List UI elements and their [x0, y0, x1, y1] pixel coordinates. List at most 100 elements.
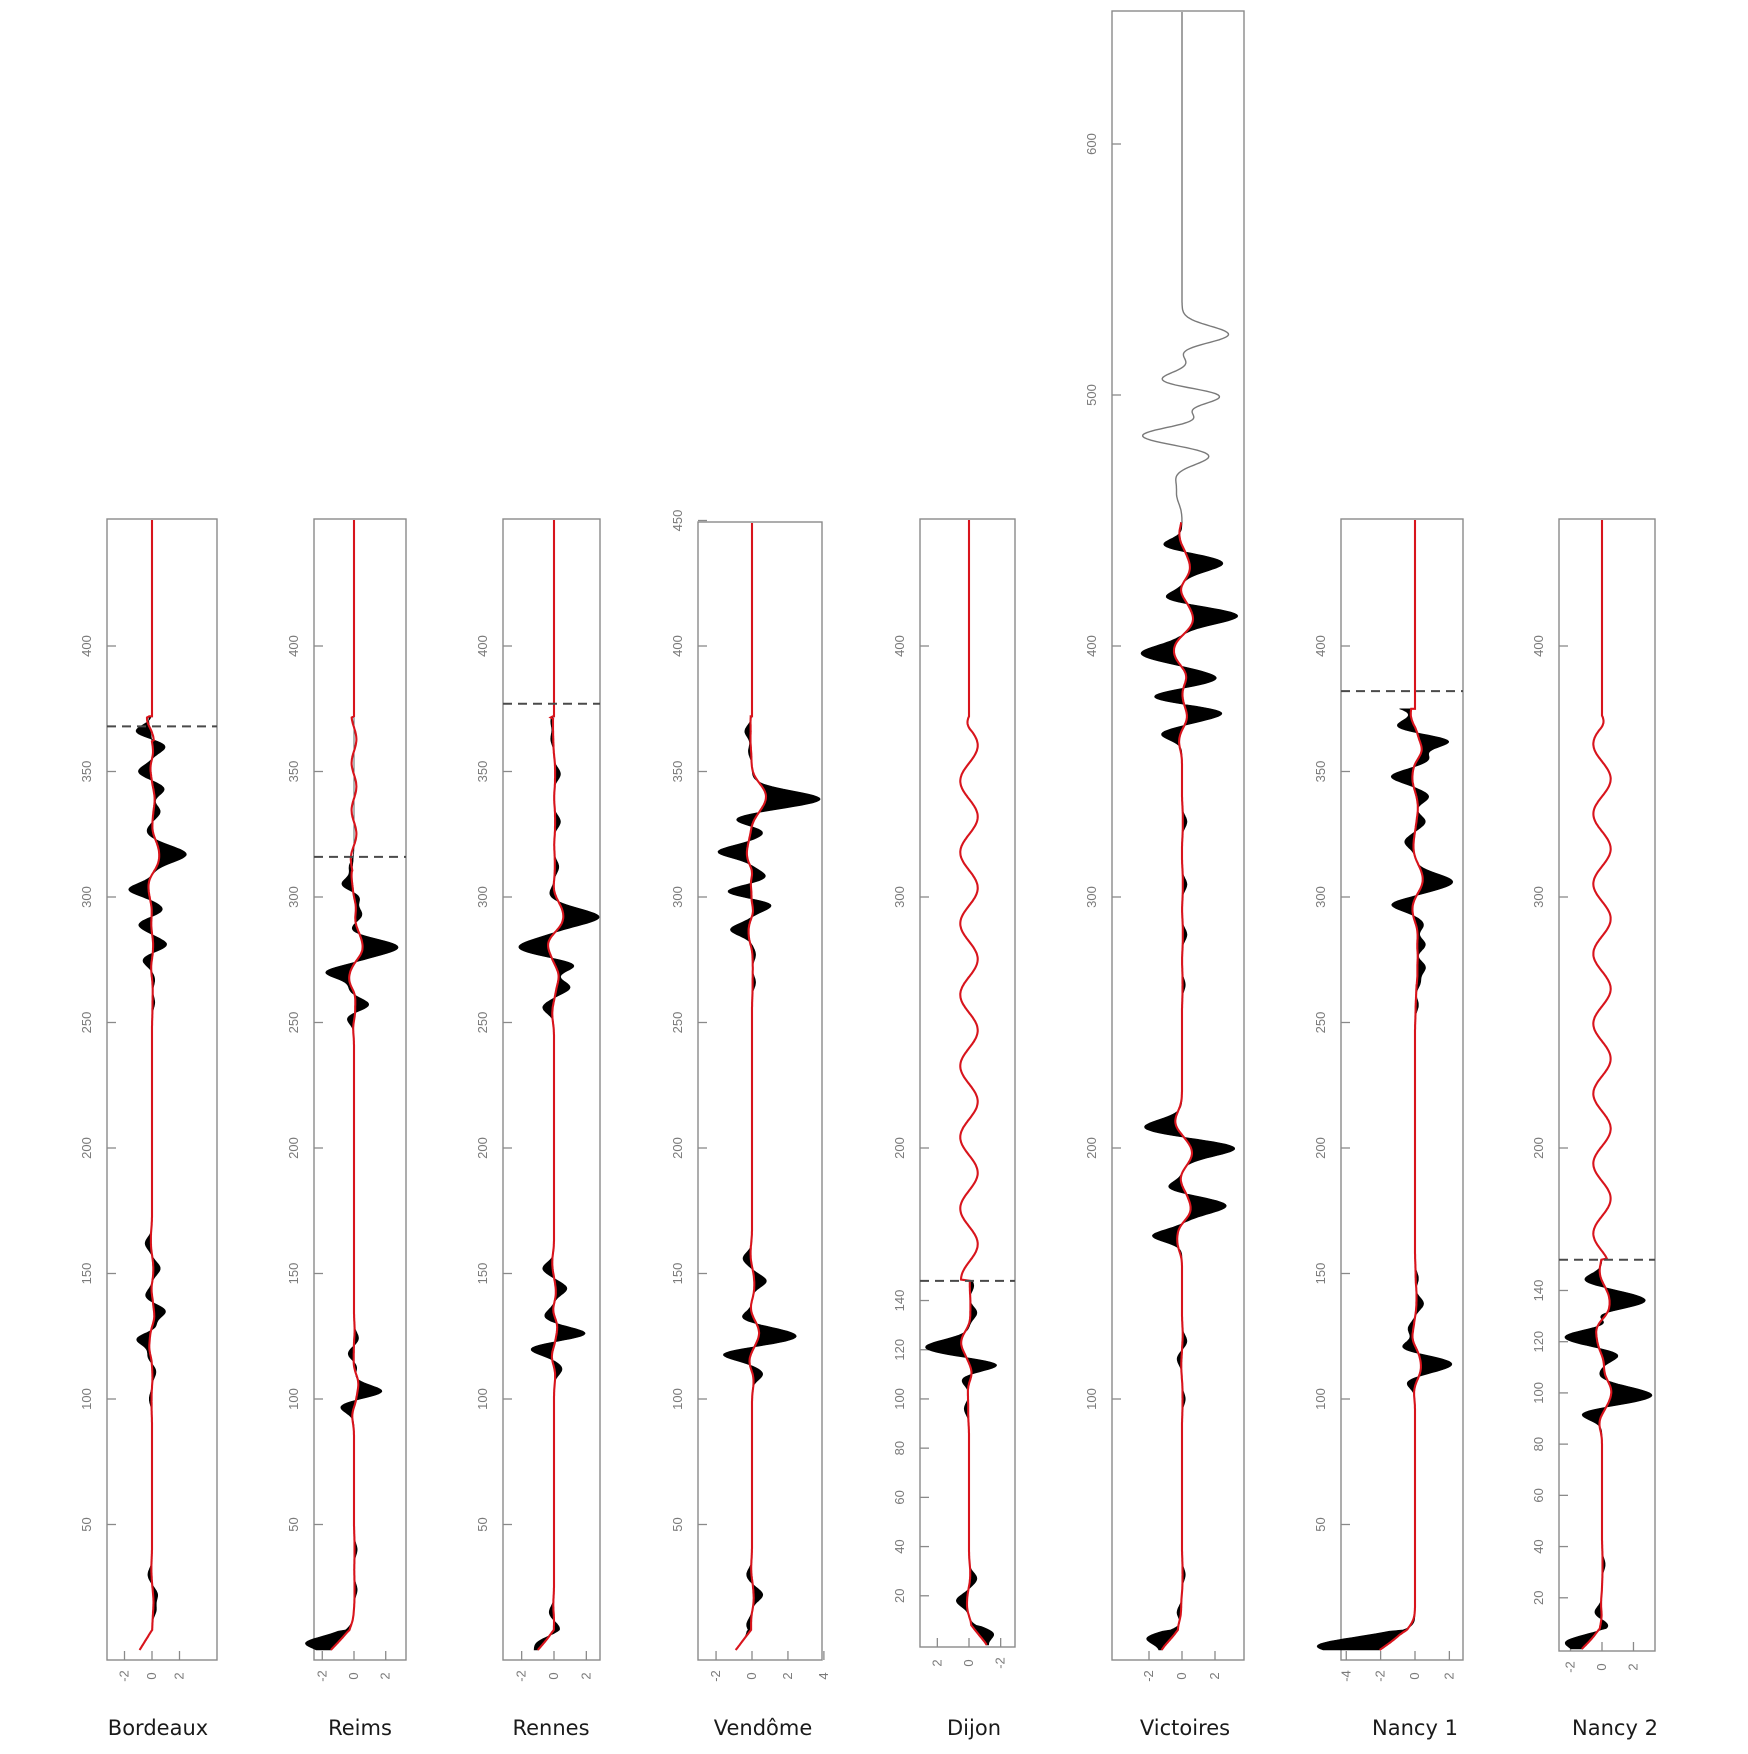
panel-frame	[106, 518, 218, 1661]
red-trace	[536, 520, 565, 1651]
x-tick-label: 2	[1625, 1663, 1640, 1670]
panel-frame	[1340, 518, 1464, 1661]
panel-label-nancy-1: Nancy 1	[1372, 1716, 1458, 1740]
x-tick-label: 0	[1407, 1672, 1422, 1679]
y-tick-label: 300	[286, 886, 301, 908]
panel-label-vendome: Vendôme	[713, 1716, 813, 1740]
x-tick-label: -2	[514, 1670, 529, 1682]
y-tick-label: 250	[475, 1012, 490, 1034]
y-tick-label: 350	[79, 761, 94, 783]
y-tick-label: 200	[1084, 1137, 1099, 1159]
wiggle-fill	[717, 716, 821, 1651]
panel-label-victoires: Victoires	[1139, 1716, 1231, 1740]
wiggle-fill	[1316, 708, 1454, 1651]
y-tick-label: 400	[475, 635, 490, 657]
y-tick-label: 300	[1084, 886, 1099, 908]
panel-label-bordeaux: Bordeaux	[107, 1716, 209, 1740]
x-tick-label: 0	[546, 1672, 561, 1679]
panel-label-dijon: Dijon	[947, 1716, 1001, 1740]
red-trace	[959, 520, 988, 1646]
y-tick-label: 300	[1313, 886, 1328, 908]
panel-frame	[1111, 10, 1245, 1661]
red-trace	[734, 523, 768, 1651]
y-tick-label: 140	[892, 1290, 907, 1312]
y-tick-label: 350	[1313, 761, 1328, 783]
x-tick-label: -2	[1141, 1670, 1156, 1682]
y-tick-label: 80	[892, 1441, 907, 1455]
y-tick-label: 350	[475, 761, 490, 783]
y-tick-label: 100	[1313, 1388, 1328, 1410]
y-tick-label: 150	[670, 1263, 685, 1285]
y-tick-label: 300	[475, 886, 490, 908]
y-tick-label: 300	[670, 886, 685, 908]
grey-trace	[1141, 12, 1230, 524]
panel-frame	[1558, 518, 1656, 1652]
y-tick-label: 50	[1313, 1517, 1328, 1531]
y-tick-label: 500	[1084, 384, 1099, 406]
x-tick-label: 0	[144, 1672, 159, 1679]
y-tick-label: 400	[892, 635, 907, 657]
y-tick-label: 200	[79, 1137, 94, 1159]
panel-frame	[697, 521, 823, 1661]
y-tick-label: 100	[1531, 1382, 1546, 1404]
y-tick-label: 250	[286, 1012, 301, 1034]
y-tick-label: 300	[79, 886, 94, 908]
red-trace	[1379, 520, 1424, 1651]
y-tick-label: 250	[79, 1012, 94, 1034]
y-tick-label: 450	[670, 510, 685, 532]
x-tick-label: -2	[117, 1670, 132, 1682]
y-tick-label: 400	[1313, 635, 1328, 657]
y-tick-label: 350	[286, 761, 301, 783]
y-tick-label: 120	[892, 1339, 907, 1361]
y-tick-label: 100	[1084, 1388, 1099, 1410]
y-tick-label: 250	[670, 1012, 685, 1034]
wiggle-fill	[925, 1280, 997, 1646]
y-tick-label: 150	[1313, 1263, 1328, 1285]
y-tick-label: 200	[1531, 1137, 1546, 1159]
x-tick-label: 0	[961, 1659, 976, 1666]
y-tick-label: 400	[286, 635, 301, 657]
y-tick-label: 100	[286, 1388, 301, 1410]
red-trace	[1581, 520, 1613, 1650]
x-tick-label: 0	[346, 1672, 361, 1679]
y-tick-label: 20	[1531, 1591, 1546, 1605]
red-trace	[138, 520, 161, 1651]
x-tick-label: -2	[993, 1657, 1008, 1669]
wiggle-fill	[518, 716, 600, 1651]
y-tick-label: 50	[79, 1517, 94, 1531]
x-tick-label: 2	[378, 1672, 393, 1679]
y-tick-label: 140	[1531, 1280, 1546, 1302]
panel-label-rennes: Rennes	[512, 1716, 590, 1740]
y-tick-label: 400	[1531, 635, 1546, 657]
y-tick-label: 50	[286, 1517, 301, 1531]
y-tick-label: 400	[79, 635, 94, 657]
y-tick-label: 200	[475, 1137, 490, 1159]
x-tick-label: 0	[744, 1672, 759, 1679]
x-tick-label: -2	[1563, 1661, 1578, 1673]
red-trace	[330, 520, 364, 1651]
y-tick-label: 200	[1313, 1137, 1328, 1159]
y-tick-label: 200	[286, 1137, 301, 1159]
panel-label-reims: Reims	[328, 1716, 392, 1740]
x-tick-label: 2	[1441, 1672, 1456, 1679]
y-tick-label: 400	[670, 635, 685, 657]
